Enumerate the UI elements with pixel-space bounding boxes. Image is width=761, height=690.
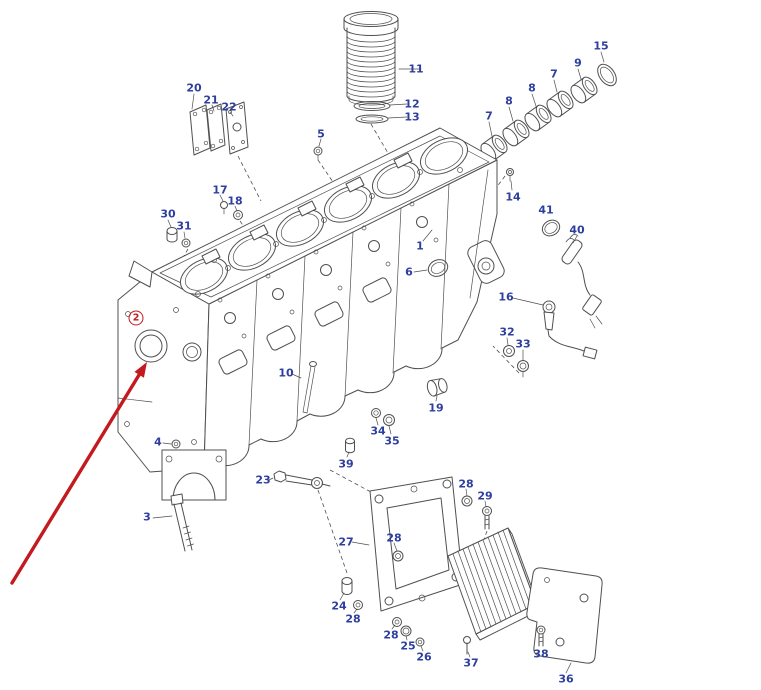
mounting-foot — [161, 449, 227, 501]
pin-39 — [345, 437, 355, 458]
oring-6 — [413, 259, 449, 277]
spacer-24 — [339, 577, 353, 601]
washer-28d — [391, 617, 402, 630]
liner-leaders — [387, 68, 422, 119]
oring-41 — [541, 219, 561, 237]
right-end-boss — [467, 169, 505, 299]
dipstick-tube-10 — [291, 361, 317, 414]
mounting-bracket-27 — [351, 476, 464, 612]
core-plugs — [224, 216, 428, 324]
washer-28a — [461, 488, 473, 507]
liner-seal-ring-12 — [353, 101, 391, 111]
plug-2-bore — [117, 307, 202, 445]
seal-ring-15 — [597, 63, 617, 87]
washer-32 — [503, 337, 515, 357]
sensor-bolt-23 — [268, 470, 348, 574]
cylinder-liner — [343, 11, 399, 106]
assembly-line-block-bracket — [329, 469, 372, 493]
gasket-20 — [189, 93, 211, 156]
rear-deck-bosses — [201, 152, 413, 265]
face-bolt-holes — [217, 201, 439, 339]
bolt-38 — [536, 625, 546, 647]
washer-35 — [383, 414, 395, 435]
washer-28c — [353, 600, 363, 614]
bolt-17 — [219, 194, 228, 215]
cover-plate-22 — [225, 101, 262, 202]
deck-bolt-holes — [195, 167, 463, 297]
bolt-5 — [313, 138, 334, 183]
sensor-16 — [512, 297, 598, 360]
bolt-14 — [489, 168, 514, 197]
leader-1 — [422, 229, 433, 242]
washer-26 — [415, 637, 425, 652]
washer-28b — [392, 542, 404, 562]
washer-25 — [400, 625, 412, 641]
washer-31 — [180, 231, 191, 262]
pointer-arrow — [10, 362, 147, 585]
control-module-37 — [447, 527, 541, 658]
washer-34 — [371, 408, 381, 426]
liner-seal-ring-13 — [355, 114, 389, 124]
sensor-40 — [561, 234, 603, 329]
cylinder-bores — [180, 137, 468, 295]
plug-33 — [492, 345, 529, 378]
gasket-21 — [206, 103, 226, 152]
bolt-4 — [162, 439, 181, 449]
engine-block — [117, 127, 505, 501]
leader-19 — [435, 395, 438, 402]
plug-30 — [166, 219, 178, 243]
plug-19 — [426, 378, 448, 397]
bolt-3 — [152, 493, 194, 552]
side-windows — [218, 277, 392, 375]
cover-36 — [526, 567, 603, 674]
